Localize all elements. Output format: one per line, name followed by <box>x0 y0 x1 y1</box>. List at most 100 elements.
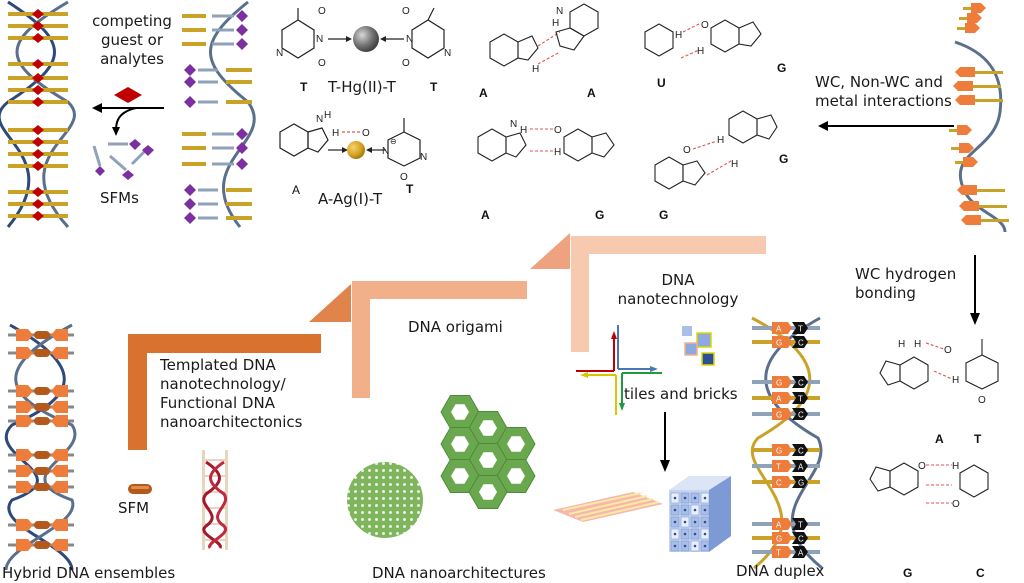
nucleobase-icon <box>51 385 68 397</box>
ag-pair-left: A <box>481 208 490 222</box>
guest-exchange-arrows <box>92 87 164 180</box>
svg-text:H: H <box>731 159 738 170</box>
sfm-capsule-icon <box>34 349 50 357</box>
base-letter: C <box>798 411 804 420</box>
sfm-diamond-icon <box>184 96 196 108</box>
sfm-diamond-icon <box>184 184 196 196</box>
sfm-diamond-icon <box>184 64 196 76</box>
guest-duplex-illustration <box>0 0 76 229</box>
step3-wedge <box>530 233 570 269</box>
svg-text:O: O <box>318 6 326 17</box>
gg-pair-bottom: G <box>659 208 669 222</box>
svg-text:H: H <box>697 46 704 57</box>
origami-hex-hole <box>451 436 469 452</box>
svg-text:N: N <box>316 114 323 125</box>
sfm-diamond-icon <box>236 142 248 154</box>
brick-dot <box>683 520 687 524</box>
sfm-capsule-icon <box>34 483 50 491</box>
nucleobase-A <box>792 460 808 472</box>
base-stem <box>963 7 973 10</box>
sfm-diamond-icon <box>184 76 196 88</box>
nucleobase-A <box>772 392 792 404</box>
svg-text:H: H <box>717 135 724 146</box>
base-stem <box>973 71 1003 74</box>
sfm-linker <box>212 14 234 18</box>
brick-dot <box>693 520 697 524</box>
nucleobase-icon <box>957 125 972 135</box>
brick-dot <box>703 532 707 536</box>
sfm-capsule-icon <box>34 403 50 411</box>
nucleobase-icon <box>51 401 68 413</box>
hybrid-duplex-illustration <box>4 323 77 571</box>
assembly-down-arrow <box>660 412 670 472</box>
sfm-linker <box>212 146 234 150</box>
base-letter: T <box>776 549 781 558</box>
sfm-capsule-icon <box>34 451 50 459</box>
base-rung <box>226 188 252 192</box>
base-letter: A <box>776 325 782 334</box>
brick-dot <box>673 544 677 548</box>
sfm-linker <box>198 80 218 84</box>
base-stem <box>979 219 1009 222</box>
base-letter: T <box>798 325 803 334</box>
base-letter: C <box>798 339 804 348</box>
nucleobase-C <box>772 476 792 488</box>
competing-guest-label: competing guest or analytes <box>82 12 182 69</box>
base-stem <box>977 205 1007 208</box>
thg-right-base: T <box>430 80 438 94</box>
interactions-line-2: metal interactions <box>815 92 952 110</box>
dna-duplex-label: DNA duplex <box>736 562 825 580</box>
svg-text:H: H <box>898 339 905 350</box>
svg-text:O: O <box>944 345 952 356</box>
nucleobase-G <box>772 376 792 388</box>
nucleobase-icon <box>971 3 986 13</box>
guest-diamond-icon <box>32 59 44 69</box>
svg-text:O: O <box>918 461 926 472</box>
cube-side-face <box>709 476 731 552</box>
nucleobase-icon <box>51 347 68 359</box>
guest-diamond-icon <box>32 97 44 107</box>
step2-wedge <box>309 284 351 322</box>
guest-diamond-icon <box>32 187 44 197</box>
svg-text:N: N <box>556 6 563 17</box>
sfm-diamond-icon <box>236 38 248 50</box>
nucleobase-icon <box>51 415 68 427</box>
brick-dot <box>693 532 697 536</box>
down-arrowhead-icon <box>112 127 120 136</box>
nucleobase-icon <box>16 465 33 477</box>
competing-line-2: guest or <box>100 31 164 49</box>
base-letter: T <box>798 521 803 530</box>
gc-pair-c: C <box>976 566 985 580</box>
brick-dot <box>673 508 677 512</box>
sfm-linker <box>198 68 218 72</box>
aag-right-base: T <box>406 182 414 196</box>
svg-text:H: H <box>324 110 331 121</box>
nucleobase-T <box>772 460 792 472</box>
guest-diamond-icon <box>32 161 44 171</box>
step2-corner-side <box>352 281 370 398</box>
thg-t-structure: OO NN OO NN <box>276 6 451 69</box>
nucleobase-C <box>792 376 808 388</box>
svg-text:H: H <box>554 147 561 158</box>
base-rung <box>182 14 206 18</box>
thg-label: T-Hg(II)-T <box>328 78 396 96</box>
base-stem <box>971 85 1001 88</box>
sfm-linker <box>212 28 234 32</box>
step3-line-2: nanotechnology <box>617 290 739 308</box>
step3-corner-top <box>571 236 766 254</box>
nucleobase-T <box>792 518 808 530</box>
thg-left-base: T <box>300 80 308 94</box>
sfm-diamond-icon <box>184 212 196 224</box>
nucleobase-A <box>772 518 792 530</box>
interactions-arrow <box>818 121 954 131</box>
sfm-diamond-icon <box>236 24 248 36</box>
base-letter: C <box>776 479 782 488</box>
nucleobase-C <box>792 444 808 456</box>
brick-dot <box>673 520 677 524</box>
nucleobase-icon <box>959 201 979 211</box>
nucleobase-icon <box>51 329 68 341</box>
guest-diamond-icon <box>114 87 142 103</box>
nucleobase-icon <box>963 157 978 167</box>
